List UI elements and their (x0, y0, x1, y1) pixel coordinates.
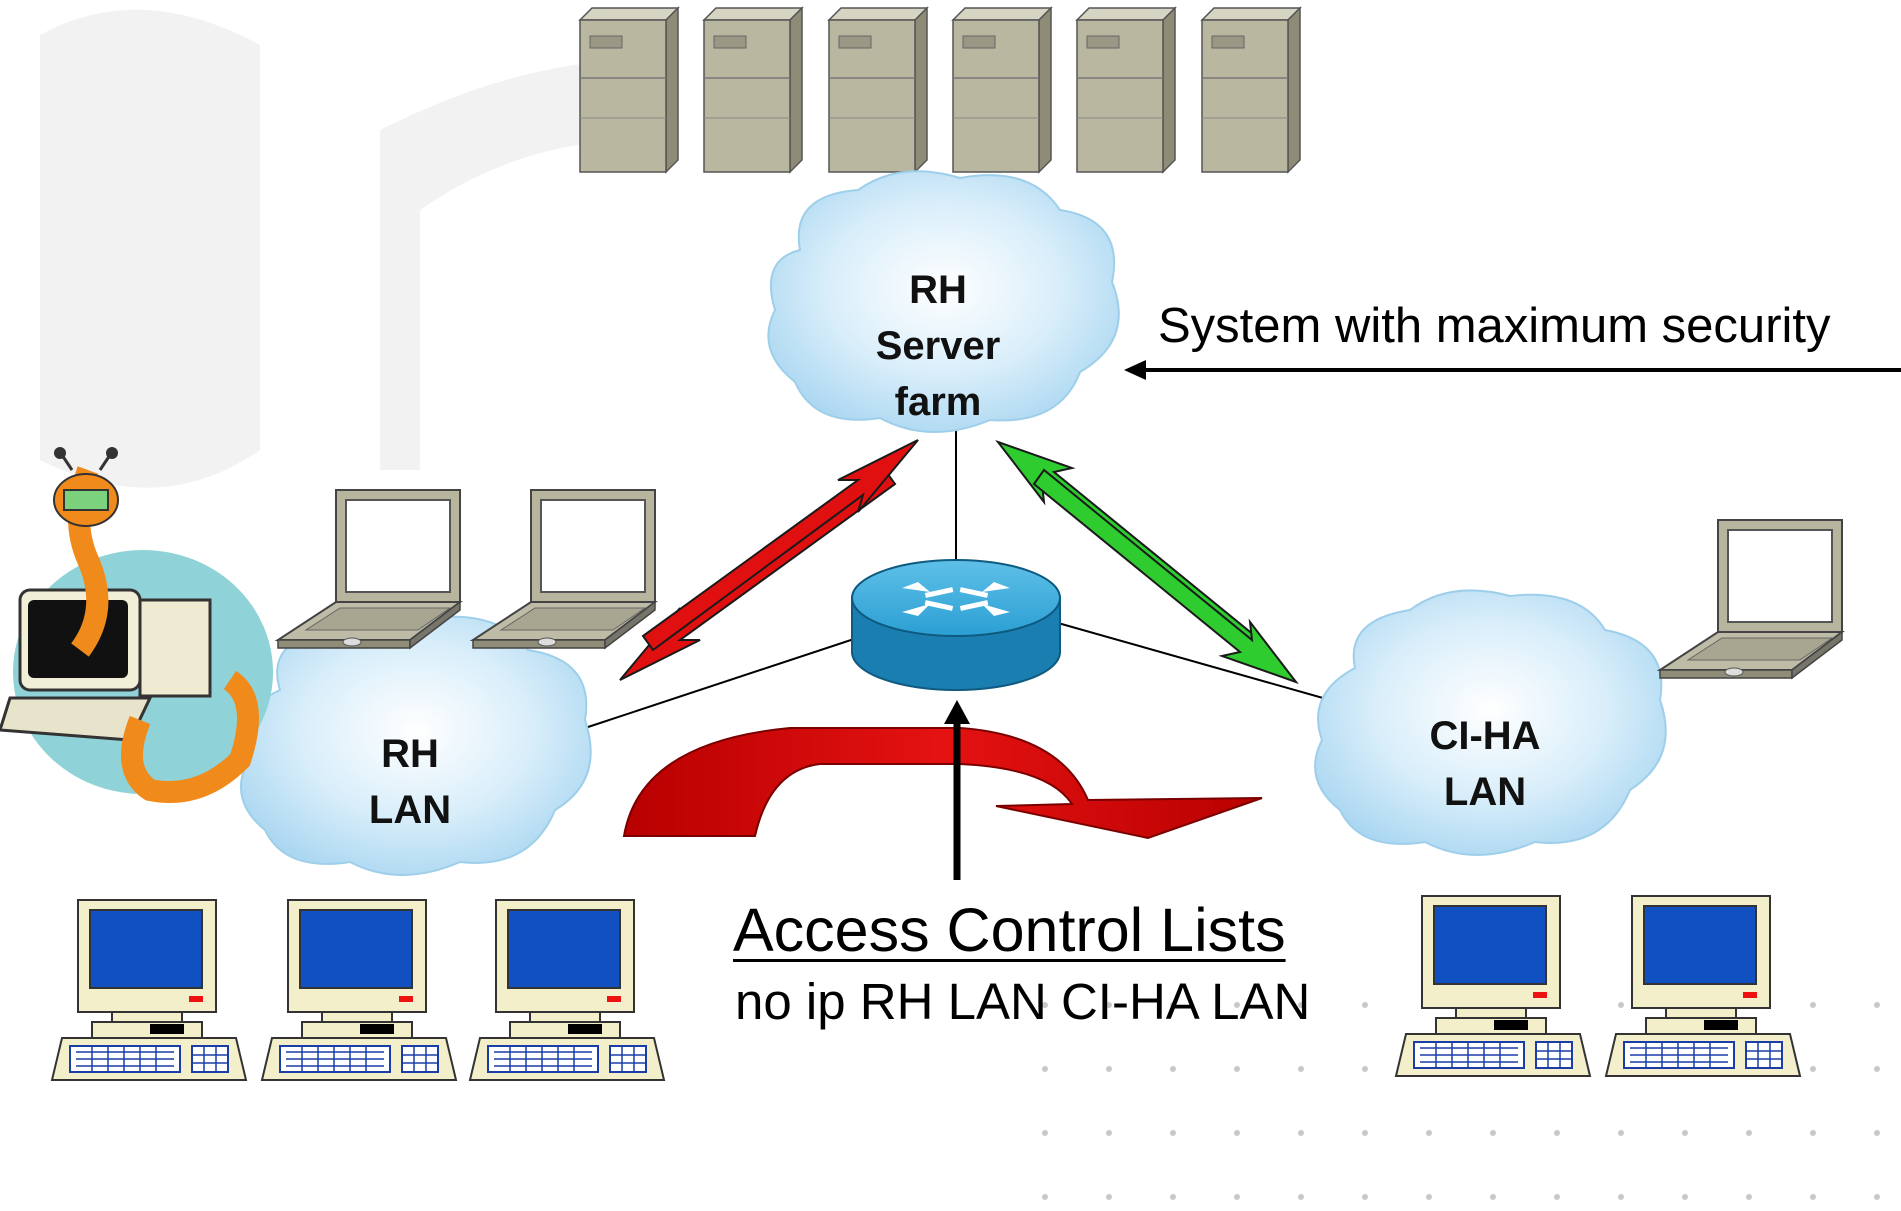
desktop-icon (1395, 895, 1591, 1077)
grid-dot (1362, 1002, 1368, 1008)
server-icon (1076, 7, 1176, 173)
cloud-label-server-farm: RH Server farm (858, 262, 1018, 430)
grid-dot (1682, 1130, 1688, 1136)
grid-dot (1298, 1066, 1304, 1072)
label-line: farm (894, 380, 982, 424)
grid-dot (1106, 1194, 1112, 1200)
grid-dot (1554, 1194, 1560, 1200)
label-line: Server (875, 324, 1001, 368)
grid-dot (1042, 1130, 1048, 1136)
callout-text: System with maximum security (1158, 299, 1831, 353)
grid-dot (1810, 1002, 1816, 1008)
grid-dot (1170, 1130, 1176, 1136)
grid-dot (1298, 1002, 1304, 1008)
grid-dot (1618, 1130, 1624, 1136)
grid-dot (1234, 1194, 1240, 1200)
callout-arrow (1124, 360, 1901, 380)
grid-dot (1170, 1066, 1176, 1072)
background-watermark (40, 9, 640, 488)
desktop-icon (261, 899, 457, 1081)
cloud-server-farm (767, 170, 1120, 433)
grid-dot (1298, 1130, 1304, 1136)
link-rhlan-router (584, 634, 867, 729)
router-icon (851, 559, 1061, 691)
grid-dot (1426, 1130, 1432, 1136)
desktop-icon (1605, 895, 1801, 1077)
allowed-double-arrow (995, 439, 1299, 685)
acl-rule: no ip RH LAN CI-HA LAN (735, 973, 1311, 1030)
server-icon (828, 7, 928, 173)
grid-dot (1490, 1130, 1496, 1136)
grid-dot (1874, 1066, 1880, 1072)
desktop-icon (51, 899, 247, 1081)
grid-dot (1362, 1194, 1368, 1200)
server-icon (952, 7, 1052, 173)
grid-dot (1106, 1002, 1112, 1008)
acl-pointer-arrow (944, 700, 970, 880)
grid-dot (1042, 1002, 1048, 1008)
grid-dot (1298, 1194, 1304, 1200)
laptop-icon (1659, 519, 1843, 679)
denied-double-arrow (619, 439, 919, 681)
blocked-traffic-arrow (622, 727, 1263, 840)
label-line: RH (381, 732, 439, 776)
grid-dot (1234, 1130, 1240, 1136)
label-line: CI-HA (1429, 714, 1541, 758)
network-links (584, 425, 1331, 729)
cloud-label-rh-lan: RH LAN (340, 726, 480, 838)
grid-dot (1810, 1130, 1816, 1136)
laptop-icon (277, 489, 461, 649)
cloud-ciha-lan (1314, 589, 1667, 856)
grid-dot (1362, 1130, 1368, 1136)
grid-dot (1042, 1066, 1048, 1072)
grid-dot (1874, 1002, 1880, 1008)
grid-dot (1426, 1194, 1432, 1200)
grid-dot (1106, 1066, 1112, 1072)
grid-dot (1682, 1194, 1688, 1200)
grid-dot (1234, 1002, 1240, 1008)
grid-dot (1810, 1194, 1816, 1200)
grid-dot (1234, 1066, 1240, 1072)
grid-dot (1554, 1130, 1560, 1136)
grid-dot (1362, 1066, 1368, 1072)
label-line: LAN (368, 788, 452, 832)
link-router-cihalan (1057, 622, 1331, 701)
cloud-label-ciha-lan: CI-HA LAN (1415, 708, 1555, 820)
desktop-icon (469, 899, 665, 1081)
grid-dot (1746, 1194, 1752, 1200)
grid-dot (1810, 1066, 1816, 1072)
acl-title: Access Control Lists (733, 896, 1286, 964)
grid-dot (1618, 1194, 1624, 1200)
grid-dot (1170, 1194, 1176, 1200)
grid-dot (1106, 1130, 1112, 1136)
grid-dot (1618, 1002, 1624, 1008)
server-icon (579, 7, 679, 173)
grid-dot (1170, 1002, 1176, 1008)
grid-dot (1490, 1194, 1496, 1200)
grid-dot (1874, 1130, 1880, 1136)
server-farm-icons (579, 7, 1301, 173)
grid-dot (1874, 1194, 1880, 1200)
laptop-icon (472, 489, 656, 649)
grid-dot (1042, 1194, 1048, 1200)
server-icon (703, 7, 803, 173)
server-icon (1201, 7, 1301, 173)
grid-dot (1746, 1130, 1752, 1136)
worm-virus-icon (0, 447, 273, 803)
label-line: LAN (1443, 770, 1527, 814)
label-line: RH (909, 268, 967, 312)
